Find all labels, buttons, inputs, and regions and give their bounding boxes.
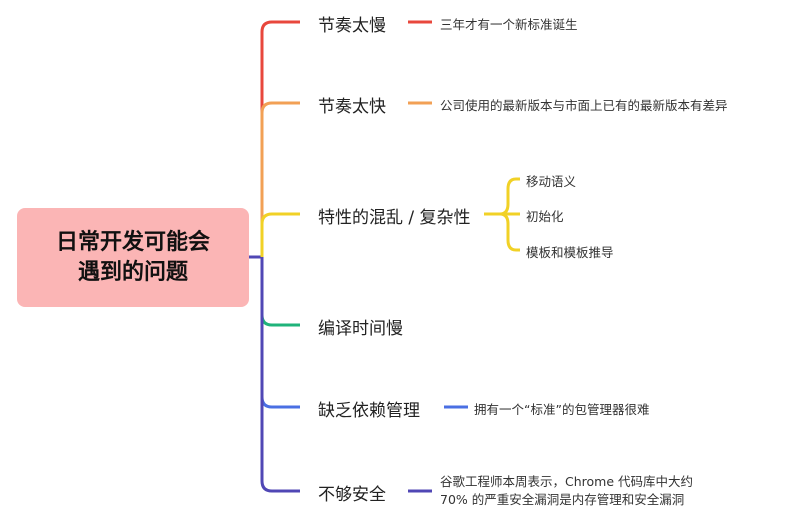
detail-initialization[interactable]: 初始化 xyxy=(526,209,564,224)
branch-connector-3 xyxy=(260,212,300,257)
detail-standard-package-manager[interactable]: 拥有一个“标准”的包管理器很难 xyxy=(474,402,650,417)
root-topic[interactable]: 日常开发可能会 遇到的问题 xyxy=(17,208,249,307)
detail-new-standard-every-three-years[interactable]: 三年才有一个新标准诞生 xyxy=(440,17,578,32)
detail-chrome-line-1: 谷歌工程师本周表示，Chrome 代码库中大约 xyxy=(440,474,694,489)
detail-chrome-security-bugs[interactable]: 谷歌工程师本周表示，Chrome 代码库中大约 70% 的严重安全漏洞是内存管理… xyxy=(440,473,740,509)
detail-chrome-line-2: 70% 的严重安全漏洞是内存管理和安全漏洞 xyxy=(440,492,685,507)
branch-connector-5 xyxy=(260,257,300,409)
branch-connector-4 xyxy=(260,257,300,327)
branch-connector-1 xyxy=(260,20,300,257)
detail-version-difference[interactable]: 公司使用的最新版本与市面上已有的最新版本有差异 xyxy=(440,98,728,113)
topic-not-safe-enough[interactable]: 不够安全 xyxy=(318,485,386,505)
root-topic-line-1: 日常开发可能会 xyxy=(55,229,210,255)
topic-slow-compile-time[interactable]: 编译时间慢 xyxy=(318,319,403,339)
branch-connector-6 xyxy=(260,257,300,493)
topic-no-dependency-management[interactable]: 缺乏依赖管理 xyxy=(318,401,420,421)
detail-templates-and-deduction[interactable]: 模板和模板推导 xyxy=(526,245,614,260)
detail-move-semantics[interactable]: 移动语义 xyxy=(526,174,577,189)
detail-connector-3a xyxy=(484,177,520,216)
root-topic-line-2: 遇到的问题 xyxy=(77,259,188,285)
branch-connector-2 xyxy=(260,101,300,257)
detail-connector-3c xyxy=(484,212,520,252)
topic-pace-too-slow[interactable]: 节奏太慢 xyxy=(318,16,386,36)
topic-feature-complexity[interactable]: 特性的混乱 / 复杂性 xyxy=(318,208,471,228)
topic-pace-too-fast[interactable]: 节奏太快 xyxy=(318,97,386,117)
